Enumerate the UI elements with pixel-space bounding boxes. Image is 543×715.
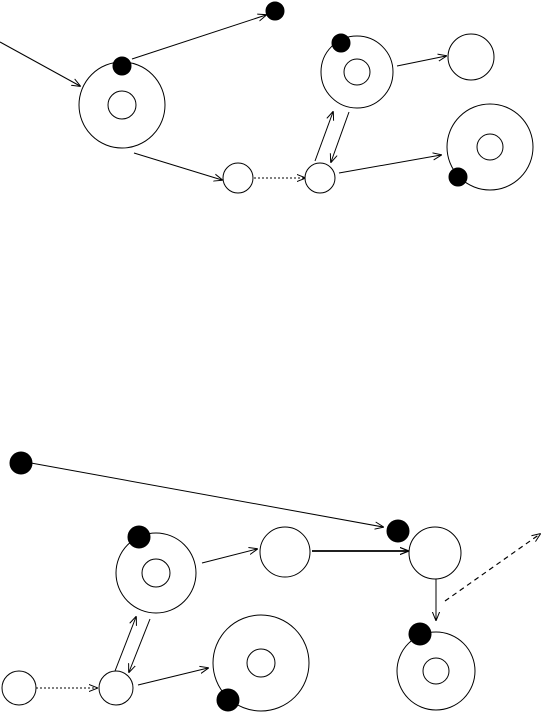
edge-incoming-to-big-left [0, 42, 80, 86]
node-double-mid-right [321, 34, 393, 108]
node-double-mid-right-marker [332, 34, 350, 52]
node-big-left [79, 57, 165, 148]
node-small-a [2, 671, 36, 705]
node-double-left-marker [128, 526, 150, 548]
node-small-a [223, 163, 253, 193]
node-double-bottom-right [397, 623, 475, 710]
edge-small-b-to-double-mid-right [315, 112, 333, 161]
node-small-b [305, 163, 335, 193]
edge-big-left-to-small-a [134, 153, 222, 180]
edge-small-b-to-double-bottom [138, 668, 208, 685]
node-big-left-marker [113, 57, 131, 75]
node-double-right [447, 104, 533, 190]
node-single-right-marker [387, 520, 409, 542]
free-dot-bottom [10, 452, 32, 474]
edge-big-left-marker-to-free-dot [132, 15, 266, 59]
node-double-bottom-marker [217, 689, 239, 711]
node-double-left [116, 526, 196, 613]
edge-double-mid-right-to-small-b [331, 112, 349, 162]
edge-free-dot-to-single-right [31, 463, 383, 527]
node-single-mid [260, 527, 310, 577]
node-single-right [387, 520, 461, 579]
free-dot-top [266, 2, 284, 20]
edge-double-left-to-single-mid [202, 549, 257, 563]
edge-double-mid-right-to-single-right [397, 56, 446, 66]
node-double-right-marker [449, 168, 467, 186]
bottom-diagram [2, 452, 540, 711]
node-double-bottom [213, 615, 309, 711]
node-single-right [448, 34, 494, 80]
top-diagram [0, 2, 533, 193]
node-small-b [99, 671, 133, 705]
node-double-bottom-right-marker [409, 623, 431, 645]
edge-small-b-to-double-right [339, 155, 441, 173]
